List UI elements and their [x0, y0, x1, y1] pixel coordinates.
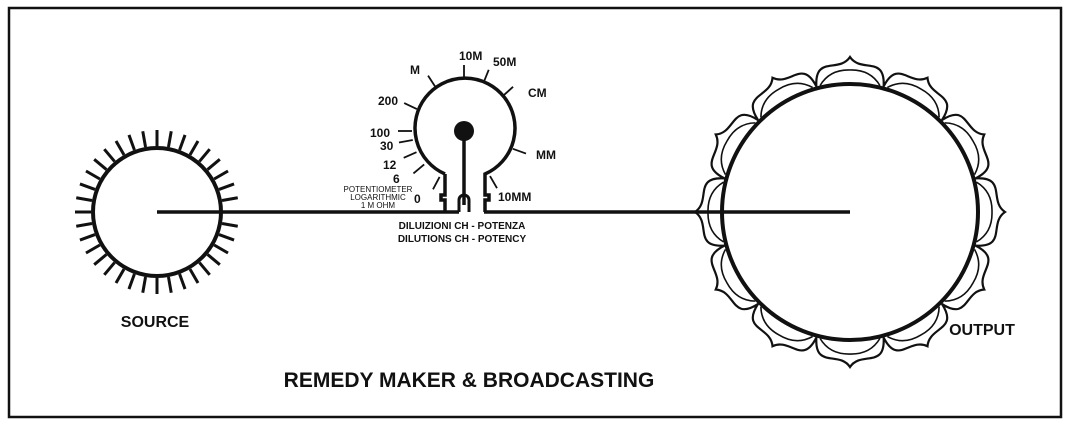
source-ray: [188, 268, 200, 284]
potentiometer-label-3: 1 M OHM: [361, 201, 396, 210]
source-ray: [114, 268, 126, 284]
dial-tick: [403, 151, 417, 159]
source-ray: [218, 233, 235, 242]
source-ray: [213, 169, 229, 181]
source-ray: [127, 273, 136, 290]
source-ray: [221, 196, 239, 203]
dial-tick: [427, 75, 437, 88]
dial-label-cm: CM: [528, 86, 547, 100]
source-ray: [218, 182, 235, 191]
source-ray: [213, 243, 229, 255]
dial-tick: [432, 176, 441, 190]
dial-body[interactable]: [413, 76, 517, 212]
dial-label-50m: 50M: [493, 55, 516, 69]
source-ray: [93, 253, 108, 266]
source-ray: [141, 130, 148, 148]
dial-tick: [403, 102, 418, 110]
source-ray: [103, 261, 116, 276]
source-ray: [127, 134, 136, 151]
dial-caption-english: DILUTIONS CH - POTENCY: [398, 234, 527, 245]
source-ray: [188, 140, 200, 156]
source-ray: [114, 140, 126, 156]
source-ray: [75, 196, 93, 203]
dial-caption-italian: DILUIZIONI CH - POTENZA: [399, 221, 526, 232]
dial-label-10m: 10M: [459, 49, 482, 63]
source-ray: [103, 148, 116, 163]
source-ray: [221, 221, 239, 228]
source-ray: [166, 276, 173, 294]
source-ray: [198, 148, 211, 163]
dial-label-100: 100: [370, 126, 390, 140]
dial-tick: [512, 147, 527, 155]
dial-label-12: 12: [383, 158, 397, 172]
dial-tick: [412, 163, 425, 175]
source-ray: [198, 261, 211, 276]
dial-body-left-leg: [439, 174, 447, 212]
source-ray: [178, 273, 187, 290]
dial-tick: [398, 139, 413, 144]
dial-label-200: 200: [378, 94, 398, 108]
source-ray: [178, 134, 187, 151]
source-ray: [206, 253, 221, 266]
dial-tick: [489, 175, 498, 189]
dial-label-0: 0: [414, 192, 421, 206]
potentiometer-label-1: POTENTIOMETER: [344, 185, 413, 194]
source-ray: [141, 276, 148, 294]
source-ray: [85, 169, 101, 181]
source-ray: [79, 182, 96, 191]
source-ray: [166, 130, 173, 148]
potentiometer-label-2: LOGARITHMIC: [350, 193, 406, 202]
dial-wiper-bridge: [457, 193, 471, 212]
source-ray: [79, 233, 96, 242]
panel-title: REMEDY MAKER & BROADCASTING: [284, 369, 655, 392]
source-ray: [206, 158, 221, 171]
dial-label-m: M: [410, 63, 420, 77]
dial-knob[interactable]: [454, 121, 474, 141]
dial-label-mm: MM: [536, 148, 556, 162]
output-label: OUTPUT: [949, 322, 1015, 339]
dial-label-30: 30: [380, 139, 394, 153]
dial-label-6: 6: [393, 172, 400, 186]
source-ray: [85, 243, 101, 255]
source-ray: [75, 221, 93, 228]
dial-label-10mm: 10MM: [498, 190, 531, 204]
source-label: SOURCE: [121, 314, 190, 331]
source-ray: [93, 158, 108, 171]
